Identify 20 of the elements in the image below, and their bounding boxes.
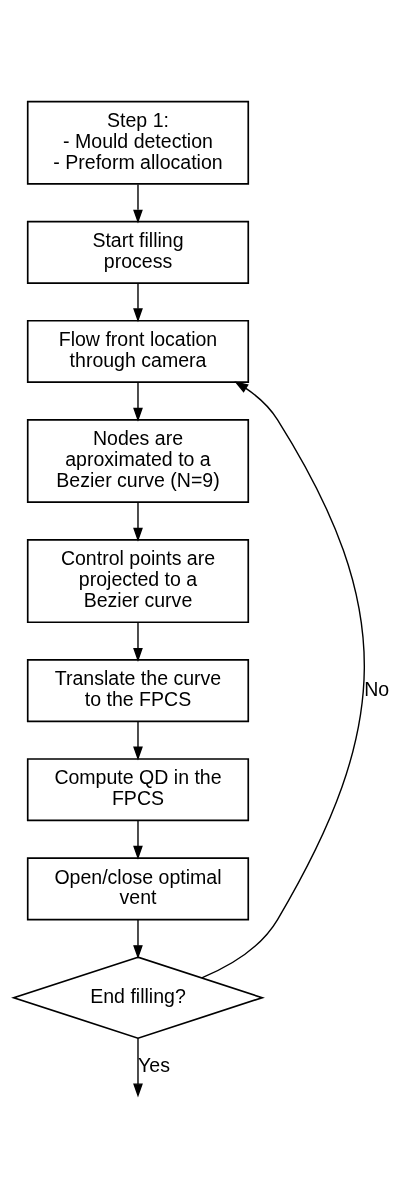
arrow [133, 282, 143, 323]
node-box: Flow front location through camera [26, 319, 250, 383]
node-box: Translate the curve to the FPCS [26, 659, 250, 723]
arrow [133, 502, 143, 542]
arrow [133, 1037, 143, 1098]
node-box: Compute QD in the FPCS [26, 758, 250, 822]
arrow [201, 381, 365, 979]
arrow [133, 622, 143, 662]
node-box: Start filling process [26, 220, 250, 284]
node-box: Control points are projected to a Bezier curve [26, 539, 250, 624]
node-box: Step 1: - Mould detection - Preform allocation [26, 100, 250, 185]
arrow [133, 183, 143, 224]
arrow [133, 919, 143, 960]
arrow [133, 381, 143, 422]
node-box: Open/close optimal vent [26, 857, 250, 921]
node-diamond: End filling? [11, 956, 265, 1040]
arrow [133, 720, 143, 761]
arrow [133, 819, 143, 860]
node-box: Nodes are aproximated to a Bezier curve (N=9) [26, 419, 250, 504]
edge-label: No [364, 677, 390, 700]
